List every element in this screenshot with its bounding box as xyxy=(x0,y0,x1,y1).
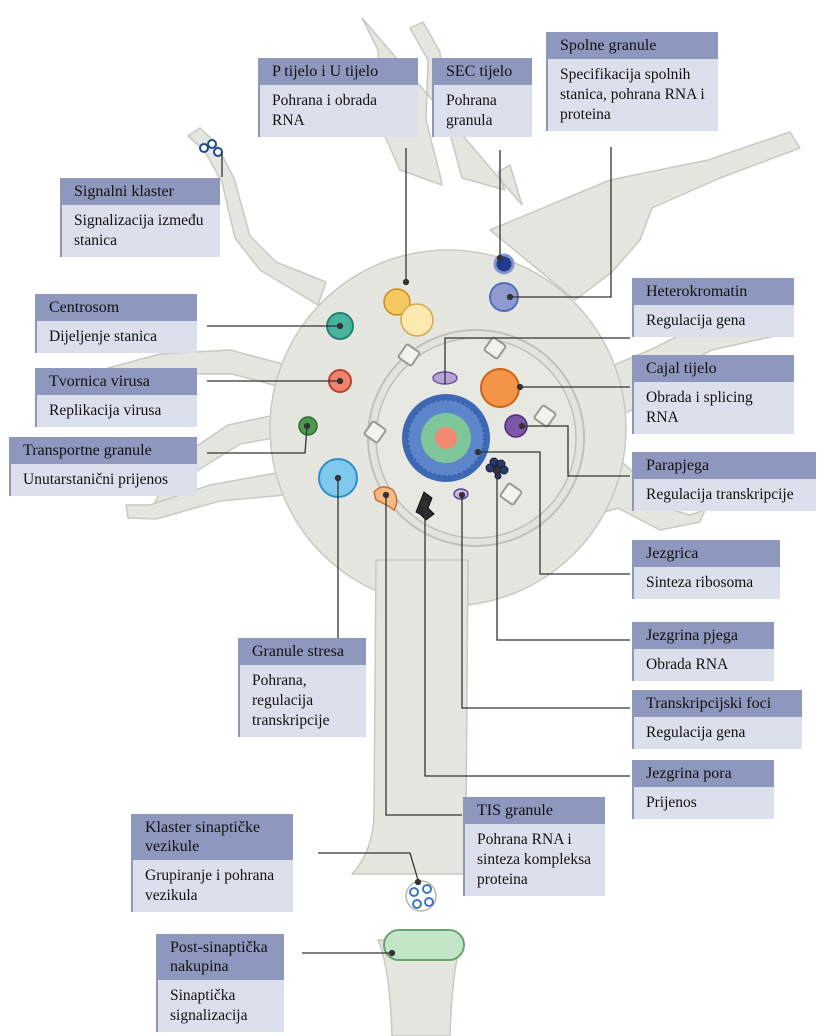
label-granule-stresa: Granule stresa Pohrana, regulacija trans… xyxy=(238,638,366,737)
label-title: Klaster sinaptičke vezikule xyxy=(133,814,293,860)
label-title: Centrosom xyxy=(37,294,197,321)
label-cajal-tijelo: Cajal tijelo Obrada i splicing RNA xyxy=(632,355,794,434)
label-jezgrica: Jezgrica Sinteza ribosoma xyxy=(632,540,780,599)
dendrite-top-right xyxy=(489,131,801,301)
label-title: TIS granule xyxy=(465,797,605,824)
label-description: Dijeljenje stanica xyxy=(37,321,197,353)
post-sinapticka-body xyxy=(383,929,465,961)
nucleus xyxy=(363,329,585,547)
p-tijelo-granule-2 xyxy=(400,303,434,337)
label-sec-tijelo: SEC tijelo Pohrana granula xyxy=(432,58,532,137)
label-spolne-granule: Spolne granule Specifikacija spolnih sta… xyxy=(546,32,718,131)
label-jezgrina-pjega: Jezgrina pjega Obrada RNA xyxy=(632,622,774,681)
label-title: Jezgrina pjega xyxy=(634,622,774,649)
nuclear-pore-icons xyxy=(363,336,557,506)
label-title: Spolne granule xyxy=(548,32,718,59)
label-title: Parapjega xyxy=(634,452,816,479)
label-title: P tijelo i U tijelo xyxy=(260,58,418,85)
label-description: Regulacija transkripcije xyxy=(634,479,816,511)
cajal-tijelo-body xyxy=(480,368,520,408)
label-description: Grupiranje i pohrana vezikula xyxy=(133,860,293,912)
label-transkripcijski-foci: Transkripcijski foci Regulacija gena xyxy=(632,690,802,749)
label-title: Cajal tijelo xyxy=(634,355,794,382)
jezgrina-pjega-body xyxy=(485,457,509,480)
label-transportne-granule: Transportne granule Unutarstanični prije… xyxy=(9,437,197,496)
label-title: Granule stresa xyxy=(240,638,366,665)
label-klaster-sinapticke: Klaster sinaptičke vezikule Grupiranje i… xyxy=(131,814,293,912)
label-title: Jezgrina pora xyxy=(634,760,774,787)
label-description: Obrada RNA xyxy=(634,649,774,681)
label-description: Specifikacija spolnih stanica, pohrana R… xyxy=(548,59,718,131)
label-description: Signalizacija između stanica xyxy=(62,205,220,257)
connector-lines xyxy=(207,147,630,957)
label-p-tijelo: P tijelo i U tijelo Pohrana i obrada RNA xyxy=(258,58,418,137)
label-description: Regulacija gena xyxy=(634,305,794,337)
label-description: Pohrana granula xyxy=(434,85,532,137)
label-description: Pohrana, regulacija transkripcije xyxy=(240,665,366,737)
label-title: Jezgrica xyxy=(634,540,780,567)
label-description: Prijenos xyxy=(634,787,774,819)
label-title: Post-sinaptička nakupina xyxy=(158,934,284,980)
nucleolus-core xyxy=(435,427,457,449)
label-title: Signalni klaster xyxy=(62,178,220,205)
label-title: Transportne granule xyxy=(11,437,197,464)
label-title: Heterokromatin xyxy=(634,278,794,305)
label-post-sinapticka: Post-sinaptička nakupina Sinaptička sign… xyxy=(156,934,284,1032)
label-tis-granule: TIS granule Pohrana RNA i sinteza komple… xyxy=(463,797,605,896)
label-heterokromatin: Heterokromatin Regulacija gena xyxy=(632,278,794,337)
label-description: Unutarstanični prijenos xyxy=(11,464,197,496)
label-title: SEC tijelo xyxy=(434,58,532,85)
signalni-klaster-dots xyxy=(199,143,209,153)
label-description: Obrada i splicing RNA xyxy=(634,382,794,434)
label-title: Tvornica virusa xyxy=(37,368,197,395)
label-description: Sinteza ribosoma xyxy=(634,567,780,599)
label-description: Replikacija virusa xyxy=(37,395,197,427)
label-title: Transkripcijski foci xyxy=(634,690,802,717)
label-jezgrina-pora: Jezgrina pora Prijenos xyxy=(632,760,774,819)
label-parapjega: Parapjega Regulacija transkripcije xyxy=(632,452,816,511)
label-signalni-klaster: Signalni klaster Signalizacija između st… xyxy=(60,178,220,257)
label-description: Pohrana RNA i sinteza kompleksa proteina xyxy=(465,824,605,896)
label-description: Pohrana i obrada RNA xyxy=(260,85,418,137)
label-centrosom: Centrosom Dijeljenje stanica xyxy=(35,294,197,353)
label-tvornica-virusa: Tvornica virusa Replikacija virusa xyxy=(35,368,197,427)
label-description: Regulacija gena xyxy=(634,717,802,749)
p-tijelo-granule-1 xyxy=(383,288,411,316)
label-description: Sinaptička signalizacija xyxy=(158,980,284,1032)
